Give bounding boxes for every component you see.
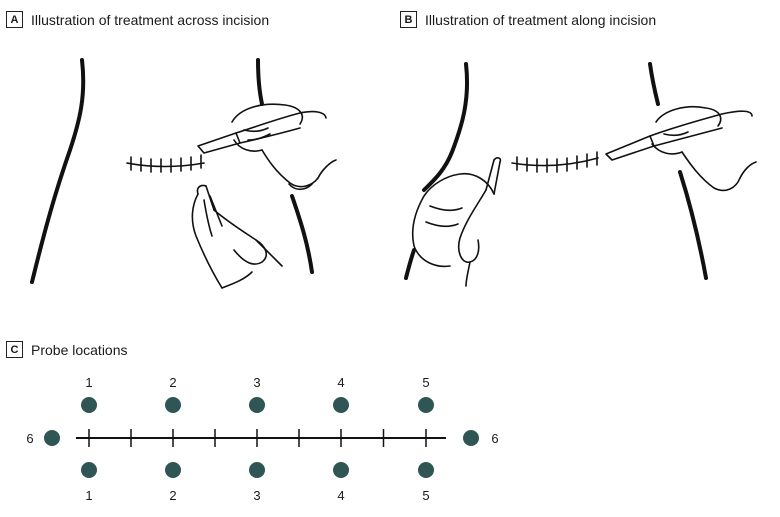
probe-dot-top (249, 397, 265, 413)
panel-b-illustration (404, 62, 757, 287)
probe-label-bottom: 1 (85, 488, 92, 503)
probe-label-top: 1 (85, 375, 92, 390)
probe-dot-bottom (249, 462, 265, 478)
panel-c-heading: C Probe locations (6, 341, 128, 358)
probe-dot-bottom (418, 462, 434, 478)
probe-dot-top (165, 397, 181, 413)
lower-hand-probe (191, 184, 283, 289)
panel-c-badge: C (6, 341, 23, 358)
probe-labels: 1 1 2 2 3 3 4 4 5 5 6 6 (26, 375, 498, 503)
left-hand-probe-b (411, 157, 502, 287)
probe-dot-bottom (165, 462, 181, 478)
probe-label-top: 2 (169, 375, 176, 390)
probe-label-bottom: 2 (169, 488, 176, 503)
body-outline-left-b (422, 62, 470, 192)
probe-label-right-end: 6 (491, 431, 498, 446)
upper-hand-probe (197, 103, 337, 191)
incision-sutures (126, 154, 205, 173)
body-outline-right-b (648, 62, 660, 106)
incision-sutures-b (511, 151, 599, 173)
body-outline-right-b-lower (678, 170, 708, 280)
probe-dot-top (418, 397, 434, 413)
probe-label-left-end: 6 (26, 431, 33, 446)
panel-c-title: Probe locations (31, 341, 128, 358)
probe-label-top: 5 (422, 375, 429, 390)
probe-dots (44, 397, 479, 478)
probe-dot-bottom (81, 462, 97, 478)
probe-label-bottom: 3 (253, 488, 260, 503)
probe-label-bottom: 5 (422, 488, 429, 503)
probe-dot-top (333, 397, 349, 413)
probe-label-top: 3 (253, 375, 260, 390)
probe-map: 1 1 2 2 3 3 4 4 5 5 6 6 (26, 375, 498, 503)
probe-dot-right-end (463, 430, 479, 446)
body-outline-left-b-lower (404, 248, 416, 280)
probe-dot-top (81, 397, 97, 413)
probe-dot-left-end (44, 430, 60, 446)
body-outline-left (30, 58, 86, 284)
probe-dot-bottom (333, 462, 349, 478)
panel-a-badge: A (6, 11, 23, 28)
panel-b-heading: B Illustration of treatment along incisi… (400, 11, 656, 28)
panel-b-badge: B (400, 11, 417, 28)
body-outline-right (256, 58, 264, 106)
body-outline-right-lower (290, 194, 314, 274)
probe-label-top: 4 (337, 375, 344, 390)
incision-ticks (88, 429, 427, 447)
panel-b-title: Illustration of treatment along incision (425, 11, 657, 28)
panel-a-heading: A Illustration of treatment across incis… (6, 11, 269, 28)
right-hand-probe-b (605, 106, 757, 192)
probe-label-bottom: 4 (337, 488, 344, 503)
panel-a-illustration (30, 58, 337, 289)
panel-a-title: Illustration of treatment across incisio… (31, 11, 270, 28)
